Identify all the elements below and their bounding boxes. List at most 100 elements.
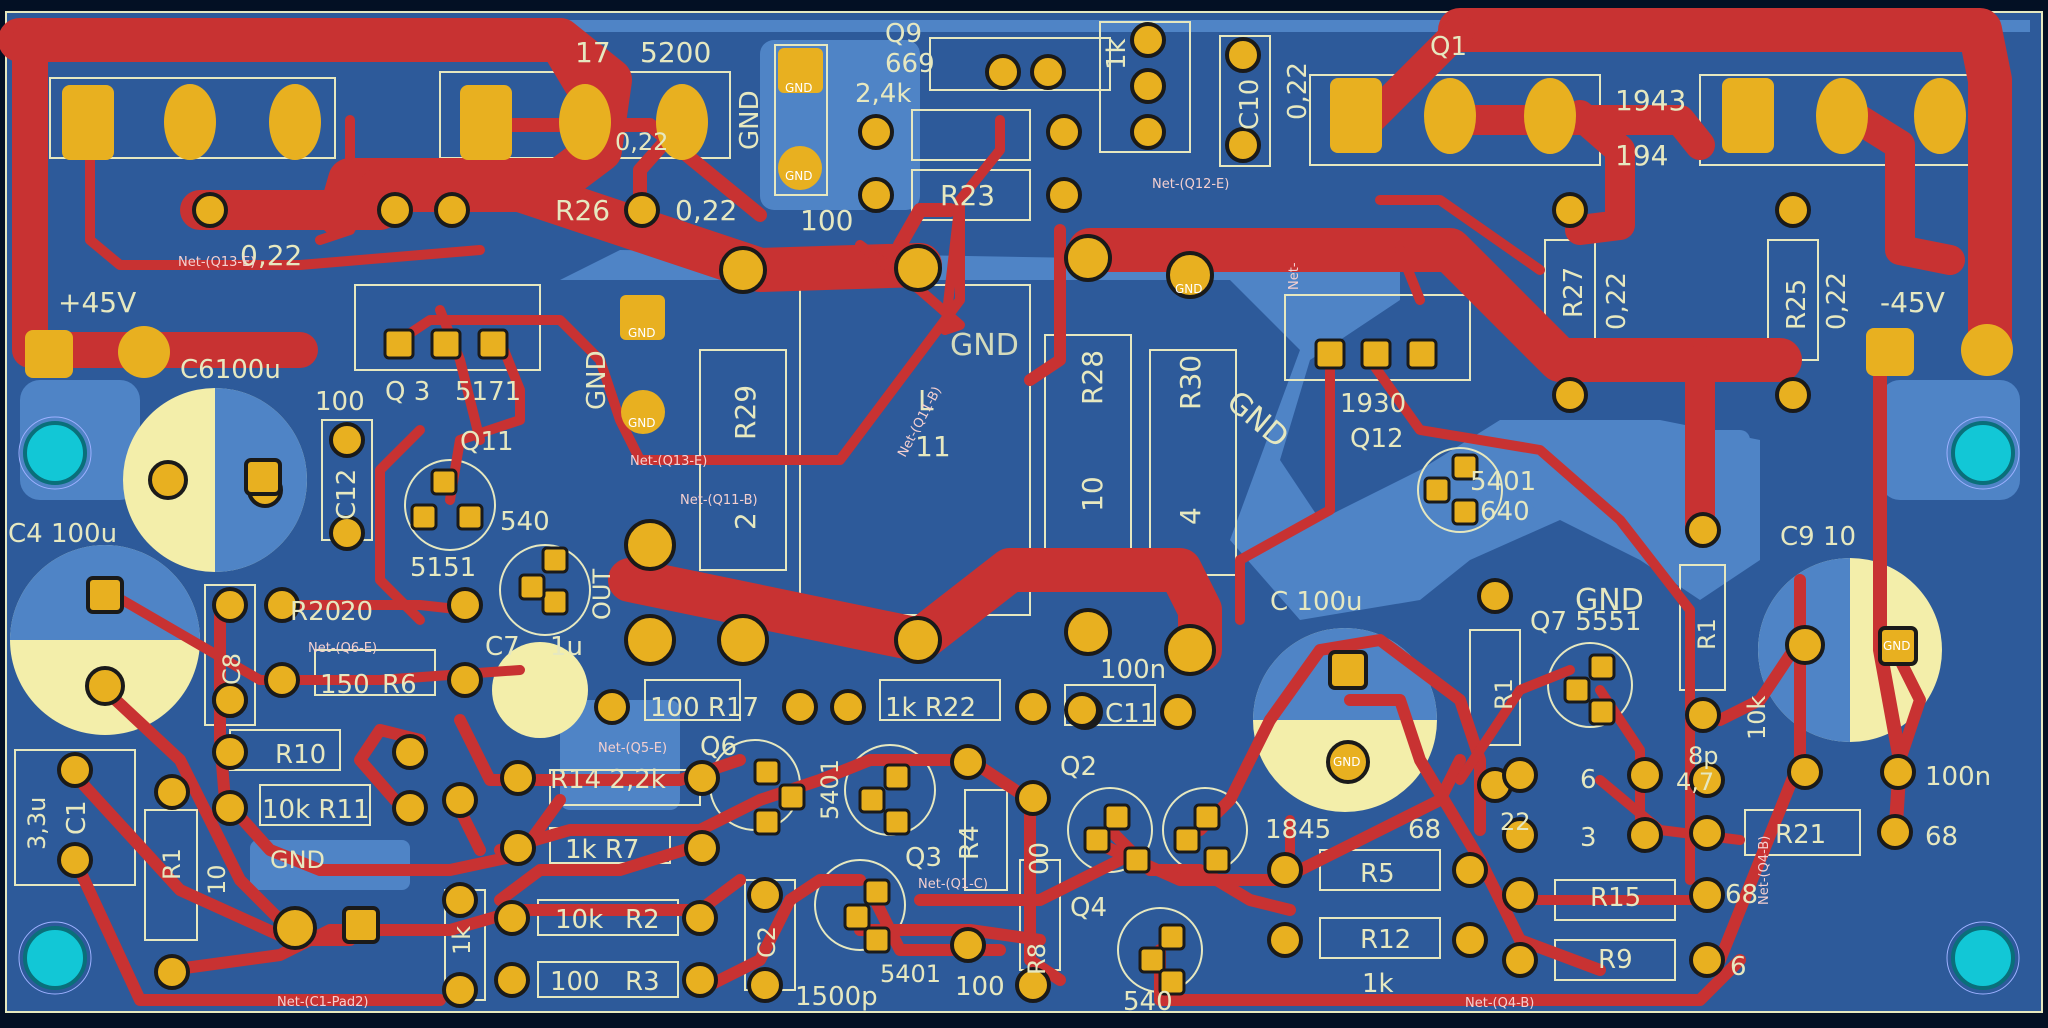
label-r29: R29 (729, 385, 762, 440)
label-r13: 3 (1580, 823, 1597, 853)
label-1943-a: 1943 (1615, 84, 1686, 117)
label-00: 00 (1025, 842, 1055, 875)
label-r17: 100 R17 (650, 693, 759, 723)
net-q13e-b: Net-(Q13-E) (630, 454, 707, 469)
label-r11: 10k R11 (262, 795, 370, 825)
gnd-label-center: GND (950, 328, 1019, 363)
label-c12: C12 (332, 469, 362, 520)
label-r14: R14 2,2k (550, 765, 666, 795)
label-r19: R1 (1693, 618, 1721, 650)
label-100n-b: 100n (1925, 762, 1991, 792)
label-68-b: 68 (1408, 815, 1441, 845)
label-10k-b: 10k (555, 905, 603, 935)
label-r22: 1k R22 (885, 693, 976, 723)
label-r20b: 20 (340, 597, 373, 627)
label-022-f: 0,22 (615, 128, 668, 156)
gnd-pad-5: GND (1175, 282, 1203, 296)
net-q5e: Net-(Q5-E) (598, 741, 667, 756)
label-1k-top: 1k (1102, 38, 1132, 70)
gnd-pad-4: GND (628, 416, 656, 430)
label-c4: C4 100u (8, 519, 117, 549)
label-c2: C2 (753, 926, 781, 958)
pads[interactable] (25, 22, 2013, 1008)
label-20: R20 (290, 597, 341, 627)
net-q12e: Net-(Q12-E) (1152, 177, 1229, 192)
label-r5: R5 (1360, 859, 1395, 889)
label-c11: C11 (1105, 699, 1156, 729)
label-022-e: 0,22 (1822, 272, 1852, 330)
label-q3: Q3 (905, 843, 942, 873)
label-1930: 1930 (1340, 389, 1406, 419)
label-r7: 1k R7 (565, 835, 639, 865)
label-1k-b: 1k (1362, 969, 1394, 999)
gnd-label-right: GND (1575, 583, 1644, 618)
label-r9: R9 (1598, 945, 1633, 975)
label-100n-a: 100n (1100, 655, 1166, 685)
label-022-d: 0,22 (1602, 272, 1632, 330)
label-q6: Q6 (700, 732, 737, 762)
label-l1: L (918, 384, 934, 417)
label-rail-neg: -45V (1880, 286, 1945, 319)
label-r18: R1 (1490, 678, 1518, 710)
label-10: 10 (1076, 476, 1109, 512)
label-out: OUT (588, 569, 616, 620)
label-1u: 1u (550, 632, 583, 662)
gnd-pad-1: GND (785, 81, 813, 95)
label-c6: C6100u (180, 355, 281, 385)
net-q4b-a: Net-(Q4-B) (1465, 996, 1534, 1011)
label-10b: 10 (203, 864, 231, 895)
label-2: 2 (729, 512, 762, 530)
label-1k-c: 1k (448, 926, 476, 955)
gnd-pad-3: GND (628, 326, 656, 340)
label-c1: C1 (62, 800, 92, 835)
silk-labels: +45V -45V 17 5200 Q9 669 2,4k 1k C10 0,2… (8, 19, 1991, 1017)
label-r25: R25 (1782, 279, 1812, 330)
label-68-c: 68 (1725, 880, 1758, 910)
label-540: 540 (500, 507, 550, 537)
label-r2: R2 (625, 905, 660, 935)
label-q9: Q9 (885, 19, 922, 49)
label-5401b: 5401 (816, 759, 844, 820)
gnd-pad-7: GND (1333, 755, 1361, 769)
net-q1c: Net-(Q1-C) (918, 877, 988, 892)
label-22: 22 (1500, 808, 1531, 836)
label-4: 4 (1174, 507, 1207, 525)
label-10k: 10k (1743, 695, 1771, 740)
label-l1b: 11 (915, 430, 951, 463)
label-640: 640 (1480, 497, 1530, 527)
label-100e: 100 (955, 972, 1005, 1002)
label-540b: 540 (1123, 987, 1173, 1017)
label-c7: C7 (485, 632, 520, 662)
label-q7: Q7 5551 (1530, 607, 1641, 637)
label-r26: R26 (555, 194, 610, 227)
label-c8: C8 (218, 653, 246, 685)
label-r16: 6 (1580, 765, 1597, 795)
label-q11: Q11 (460, 427, 514, 457)
net-q6e: Net-(Q6-E) (308, 641, 377, 656)
net-c1pad2: Net-(C1-Pad2) (277, 995, 368, 1010)
label-100a: 100 (800, 204, 853, 237)
net-q4b-b: Net-(Q4-B) (1757, 836, 1772, 905)
label-150: 150 (320, 670, 370, 700)
label-r10: R10 (275, 740, 326, 770)
label-c10: C10 (1235, 79, 1265, 130)
label-68-a: 68 (1925, 822, 1958, 852)
gnd-label-vert-b: GND (582, 350, 612, 410)
label-1943-b: 194 (1615, 139, 1668, 172)
label-r23: R23 (940, 179, 995, 212)
gnd-pad-2: GND (785, 169, 813, 183)
label-r6: R6 (382, 670, 417, 700)
label-6: 6 (1730, 952, 1747, 982)
label-q13: Q 3 (385, 377, 430, 407)
label-c9: C9 10 (1780, 522, 1856, 552)
label-q2: Q2 (1060, 752, 1097, 782)
label-r3: R3 (625, 967, 660, 997)
label-r15: R15 (1590, 883, 1641, 913)
gnd-label-vert-a: GND (735, 90, 765, 150)
label-100d: 100 (550, 967, 600, 997)
label-669: 669 (885, 49, 935, 79)
label-022-top: 0,22 (1283, 62, 1313, 120)
net-q13e-a: Net-(Q13-E) (178, 255, 255, 270)
label-017: 17 (575, 36, 611, 69)
